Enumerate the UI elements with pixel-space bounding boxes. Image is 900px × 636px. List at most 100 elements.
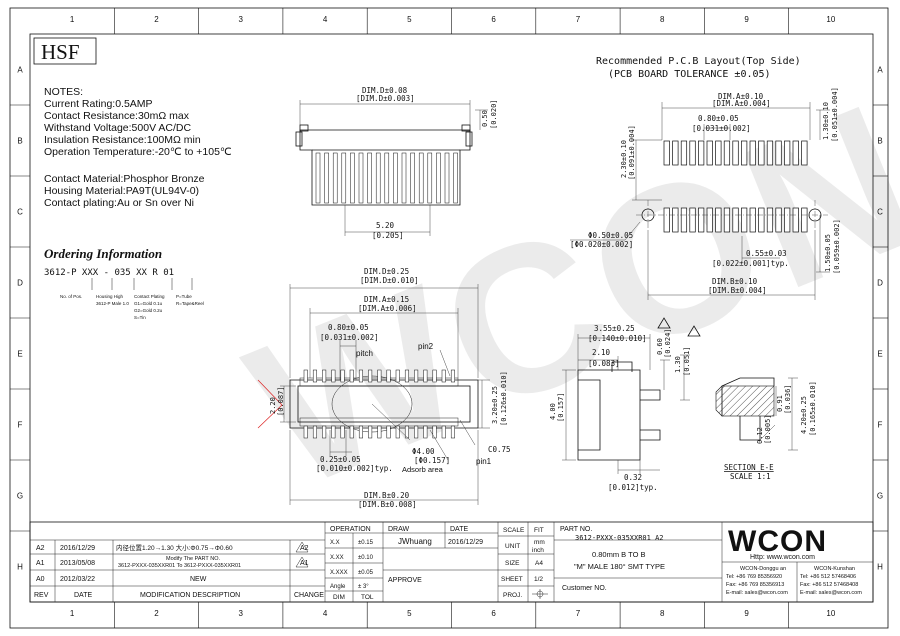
ordering-legend: Contact Plating: [134, 294, 165, 299]
top-dim: [0.126±0.010]: [500, 371, 508, 426]
tb-label: DATE: [450, 526, 468, 533]
pcb-pads-top: [663, 140, 808, 166]
top-pin: [423, 425, 428, 439]
company-contact: Tel: +86 769 85356920: [726, 574, 782, 580]
section-dim: [0.036]: [784, 384, 792, 414]
top-pin: [450, 369, 455, 383]
column-marker: 6: [491, 609, 496, 618]
column-marker: 3: [239, 609, 244, 618]
tol-dim: Angle: [330, 584, 346, 590]
pin1-label: pin1: [476, 457, 492, 466]
pcb-pad: [801, 207, 808, 233]
top-dim: [DIM.A±0.006]: [358, 304, 417, 313]
end-dim: 1.30: [674, 356, 682, 373]
top-dim: [DIM.D±0.010]: [360, 276, 419, 285]
column-marker: 9: [744, 15, 749, 24]
pcb-pad: [680, 140, 688, 166]
column-marker: 8: [660, 15, 665, 24]
pcb-dim: DIM.A±0.10: [718, 92, 764, 101]
company-contact: Fax: +86 769 85356913: [726, 582, 784, 588]
top-pin: [303, 425, 308, 439]
side-pin: [393, 152, 398, 204]
top-view: DIM.D±0.25 [DIM.D±0.010] DIM.A±0.15 [DIM…: [257, 267, 511, 509]
pcb-pad: [749, 140, 756, 166]
end-view: 3.55±0.25 [0.140±0.010] 2.10 [0.083] 4.0…: [549, 317, 701, 492]
pcb-dim: 0.80±0.05: [698, 114, 739, 123]
pcb-pad: [784, 207, 791, 233]
row-marker: D: [877, 279, 883, 288]
top-pin: [377, 425, 382, 439]
rev-cell: A1: [300, 560, 309, 567]
pcb-pad: [706, 207, 713, 233]
top-dim: 0.25±0.05: [320, 455, 361, 464]
pcb-pad: [749, 207, 756, 233]
section-dim: [0.005]: [764, 414, 772, 444]
tb-label: UNIT: [505, 543, 520, 550]
column-marker: 10: [826, 15, 835, 24]
column-marker: 7: [576, 15, 581, 24]
top-dim: DIM.B±0.20: [364, 491, 410, 500]
top-pin: [340, 425, 345, 439]
pcb-dim: [DIM.B±0.004]: [708, 286, 767, 295]
pcb-pad: [663, 207, 670, 233]
pcb-pad: [801, 140, 808, 166]
adsorb-label: Adsorb area: [402, 465, 444, 474]
tb-label: DIM: [333, 594, 345, 601]
tb-label: Customer NO.: [562, 585, 607, 592]
top-pin: [377, 369, 382, 383]
tb-label: TOL: [361, 594, 374, 601]
end-dim: [0.012]typ.: [608, 483, 658, 492]
side-pin: [367, 152, 372, 204]
top-pin: [303, 369, 308, 383]
tb-label: OPERATION: [330, 526, 371, 533]
pcb-pad: [663, 140, 670, 166]
top-pin: [432, 369, 437, 383]
tb-value: 2016/12/29: [448, 539, 483, 546]
top-pin: [349, 425, 354, 439]
side-dim: 5.20: [376, 221, 395, 230]
pcb-pad: [723, 207, 731, 233]
rev-cell: 3612-PXXX-035XXR01 To 3612-PXXX-035XXR01: [118, 563, 241, 569]
row-marker: A: [17, 66, 23, 75]
pcb-dim: [0.031±0.002]: [692, 124, 751, 133]
company-contact: Fax: +86 512 57468408: [800, 582, 858, 588]
pcb-pad: [766, 140, 774, 166]
top-pin: [386, 369, 391, 383]
pcb-dim: 1.50±0.05: [824, 234, 832, 272]
side-pin: [358, 152, 364, 204]
row-marker: B: [877, 137, 882, 146]
section-scale: SCALE 1:1: [730, 472, 771, 481]
note-line: Withstand Voltage:500V AC/DC: [44, 122, 191, 134]
projection-symbol: [532, 589, 548, 599]
top-dim: [0.031±0.002]: [320, 333, 379, 342]
ordering-code: 3612-P XXX - 035 XX R 01: [44, 268, 174, 278]
pcb-pad: [698, 140, 705, 166]
notes-block: NOTES: Current Rating:0.5AMP Contact Res…: [44, 86, 232, 209]
top-pin: [441, 369, 446, 383]
column-marker: 9: [744, 609, 749, 618]
pcb-pad: [680, 207, 688, 233]
column-marker: 8: [660, 609, 665, 618]
side-dim: [0.020]: [490, 99, 498, 129]
pcb-pad: [792, 140, 799, 166]
pcb-title: Recommended P.C.B Layout(Top Side): [596, 56, 801, 67]
section-view: 4.20±0.25 [0.165±0.010] 0.91 [0.036] 0.1…: [715, 377, 817, 481]
hsf-box: [33, 37, 97, 65]
column-marker: 2: [154, 609, 159, 618]
ordering-legend: P=Tube: [176, 294, 192, 299]
column-marker: 7: [576, 609, 581, 618]
pcb-dim: Φ0.50±0.05: [588, 231, 633, 240]
row-marker: E: [877, 350, 882, 359]
pcb-layout: DIM.A±0.10 [DIM.A±0.004] 0.80±0.05 [0.03…: [570, 87, 841, 300]
tb-value: JWhuang: [398, 537, 432, 546]
row-marker: C: [17, 208, 23, 217]
side-dim: 0.50: [481, 110, 489, 127]
pcb-dim: [0.091±0.004]: [628, 125, 636, 180]
pcb-dim: [0.051±0.004]: [831, 87, 839, 142]
side-pin: [350, 152, 355, 204]
section-dim: 0.91: [776, 395, 784, 412]
top-dim: Φ4.00: [412, 447, 435, 456]
pcb-subtitle: (PCB BOARD TOLERANCE ±0.05): [608, 69, 771, 80]
